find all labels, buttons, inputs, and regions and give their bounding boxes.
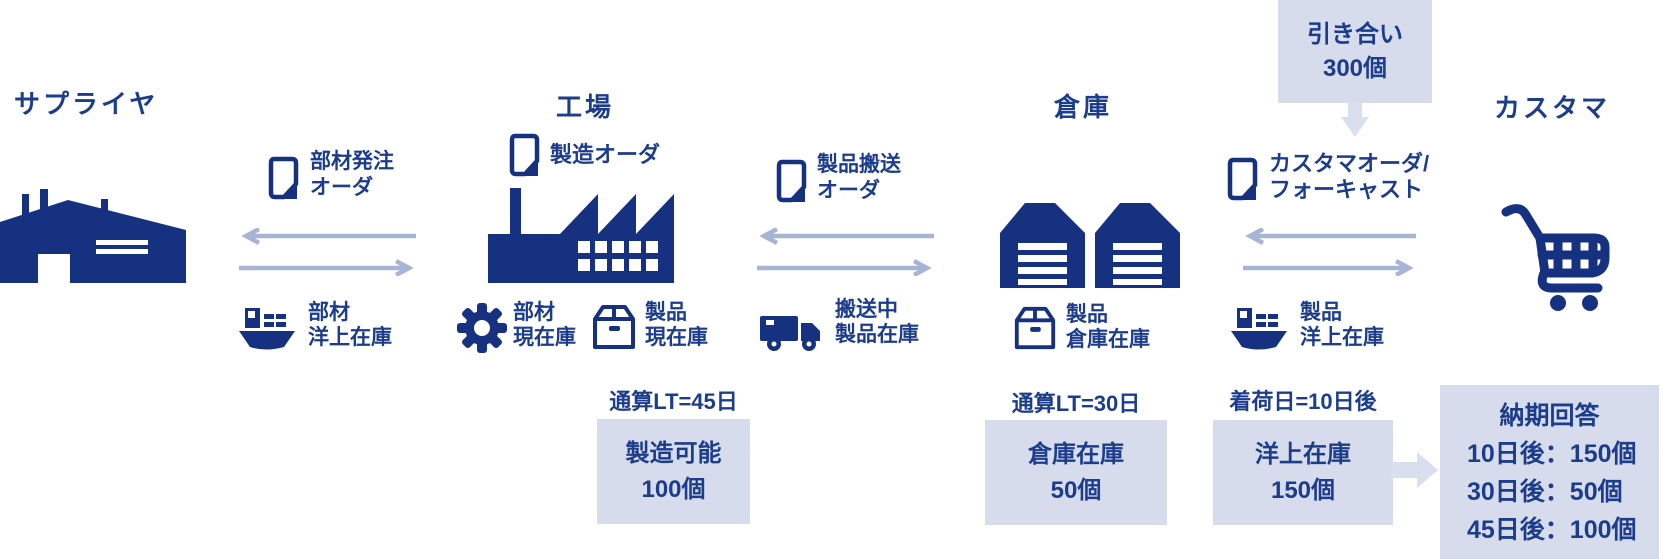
panel-line: 洋上在庫 — [1255, 440, 1351, 468]
arrow-pair-factory-warehouse-icon — [757, 228, 934, 276]
delivery-answer-line: 30日後：50個 — [1467, 478, 1623, 506]
truck-icon — [760, 316, 820, 351]
manufacturable-panel: 製造可能 100個 — [597, 419, 750, 524]
supplier-title: サプライヤ — [14, 89, 159, 119]
ocean-stock-panel: 洋上在庫 150個 — [1213, 420, 1393, 525]
manufacturing-order-doc: 製造オーダ — [507, 133, 660, 181]
doc-label-line: 製造オーダ — [550, 142, 661, 167]
doc-label-line: カスタマオーダ/ — [1269, 151, 1430, 176]
delivery-answer-line: 10日後：150個 — [1467, 440, 1637, 468]
customer-order-doc: カスタマオーダ/ フォーキャスト — [1225, 151, 1429, 205]
warehouse-lt-label: 通算LT=30日 — [1011, 391, 1141, 416]
inventory-label-line: 製品在庫 — [835, 323, 919, 346]
inventory-label-line: 搬送中 — [835, 298, 898, 321]
factory-title: 工場 — [556, 92, 615, 122]
cart-icon — [1501, 204, 1610, 311]
box-icon — [593, 305, 635, 349]
inventory-label-line: 現在庫 — [513, 326, 576, 349]
box-icon — [1014, 306, 1056, 350]
inquiry-box: 引き合い 300個 — [1278, 0, 1432, 103]
inventory-label-line: 部材 — [513, 301, 555, 324]
inventory-label-line: 倉庫在庫 — [1066, 328, 1150, 351]
document-icon — [776, 159, 807, 203]
doc-label-line: オーダ — [817, 179, 880, 202]
warehouse-stock-panel: 倉庫在庫 50個 — [985, 420, 1167, 525]
in-transit-inventory: 搬送中 製品在庫 — [760, 297, 919, 354]
inventory-label-line: 洋上在庫 — [1300, 326, 1384, 349]
panel-line: 倉庫在庫 — [1028, 440, 1124, 468]
doc-label-line: 部材発注 — [310, 150, 394, 173]
factory-icon — [488, 188, 674, 283]
doc-label-line: 製品搬送 — [817, 153, 901, 176]
arrow-pair-warehouse-customer-icon — [1243, 228, 1416, 276]
warehouse-icon — [1000, 203, 1180, 288]
delivery-answer-title: 納期回答 — [1499, 402, 1600, 430]
inquiry-line2: 300個 — [1322, 54, 1388, 82]
panel-line: 製造可能 — [625, 439, 722, 467]
doc-label-line: フォーキャスト — [1269, 177, 1424, 202]
inquiry-line1: 引き合い — [1307, 20, 1403, 48]
parts-ocean-inventory: 部材 洋上在庫 — [238, 300, 392, 350]
delivery-answer-panel: 納期回答 10日後：150個 30日後：50個 45日後：100個 — [1440, 385, 1659, 559]
warehouse-title: 倉庫 — [1054, 92, 1113, 122]
inventory-label-line: 洋上在庫 — [308, 326, 392, 349]
ship-icon — [1231, 308, 1287, 350]
arrow-pair-supplier-factory-icon — [239, 228, 416, 276]
product-warehouse-inventory: 製品 倉庫在庫 — [1012, 302, 1150, 352]
transport-order-doc: 製品搬送 オーダ — [774, 152, 901, 207]
inventory-label-line: 製品 — [1066, 303, 1108, 326]
delivery-answer-line: 45日後：100個 — [1467, 516, 1637, 544]
document-icon — [1227, 157, 1258, 201]
panel-line: 150個 — [1270, 476, 1336, 504]
arrow-down-icon — [1341, 103, 1369, 137]
panel-line: 50個 — [1050, 476, 1102, 504]
supplier-building-icon — [0, 189, 186, 283]
inventory-label-line: 現在庫 — [645, 326, 708, 349]
customer-title: カスタマ — [1494, 93, 1611, 123]
doc-label-line: オーダ — [310, 176, 373, 199]
document-icon — [268, 156, 299, 200]
ship-icon — [239, 308, 295, 350]
parts-order-doc: 部材発注 オーダ — [266, 149, 394, 204]
inventory-label-line: 製品 — [1300, 301, 1342, 324]
inventory-label-line: 製品 — [645, 301, 687, 324]
product-ocean-inventory: 製品 洋上在庫 — [1230, 300, 1384, 350]
arrow-right-icon — [1391, 452, 1438, 488]
product-onhand-inventory: 製品 現在庫 — [590, 300, 708, 351]
inventory-label-line: 部材 — [308, 301, 350, 324]
panel-line: 100個 — [641, 475, 706, 503]
document-icon — [509, 133, 540, 177]
factory-lt-label: 通算LT=45日 — [609, 389, 738, 414]
ocean-arrival-label: 着荷日=10日後 — [1229, 389, 1377, 414]
parts-onhand-inventory: 部材 現在庫 — [457, 300, 576, 353]
gear-icon — [457, 303, 507, 353]
